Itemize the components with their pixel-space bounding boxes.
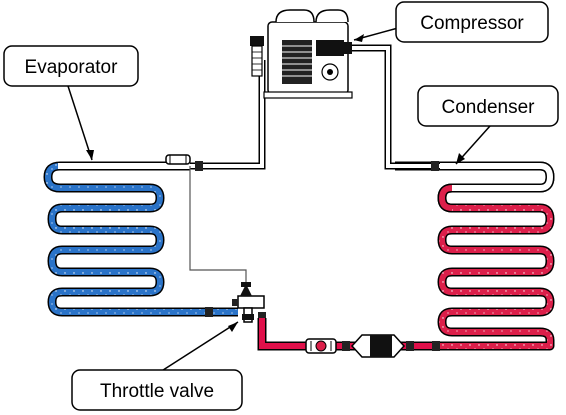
evaporator-coil xyxy=(43,161,238,317)
evaporator-outlet-fitting xyxy=(205,307,213,317)
compressor-callout: Compressor xyxy=(353,1,549,43)
sight-glass xyxy=(305,338,337,354)
sensing-bulb xyxy=(165,154,191,165)
suction-fitting xyxy=(195,161,203,171)
throttle-valve-label: Throttle valve xyxy=(100,381,214,402)
condenser-top-pipe xyxy=(395,163,554,191)
throttle-valve-callout: Throttle valve xyxy=(71,321,243,411)
compressor-label: Compressor xyxy=(420,13,524,34)
compressor-arrowhead xyxy=(354,34,364,42)
evaporator-callout: Evaporator xyxy=(3,45,139,161)
evaporator-pointer xyxy=(67,85,93,161)
compressor-label-box xyxy=(395,1,549,43)
throttle-valve xyxy=(232,282,266,323)
condenser-callout: Condenser xyxy=(417,85,559,165)
condenser-label: Condenser xyxy=(442,97,536,118)
suction-line xyxy=(190,60,266,170)
evaporator-top-pipe xyxy=(58,163,192,169)
sensing-line xyxy=(189,166,247,288)
condenser-arrowhead xyxy=(456,153,465,164)
throttle-valve-label-box xyxy=(71,369,243,411)
throttle-valve-arrowhead xyxy=(228,322,238,332)
filter-drier xyxy=(342,334,414,358)
evaporator-label-box xyxy=(3,45,139,87)
compressor-unit xyxy=(250,9,353,99)
evaporator-arrowhead xyxy=(86,150,94,160)
throttle-valve-pointer xyxy=(159,321,239,373)
discharge-line xyxy=(350,44,440,170)
condenser-inlet-fitting xyxy=(431,161,439,171)
condenser-label-box xyxy=(417,85,559,127)
evaporator-label: Evaporator xyxy=(25,57,119,78)
condenser-coil xyxy=(437,161,555,351)
condenser-outlet-fitting xyxy=(432,341,440,351)
